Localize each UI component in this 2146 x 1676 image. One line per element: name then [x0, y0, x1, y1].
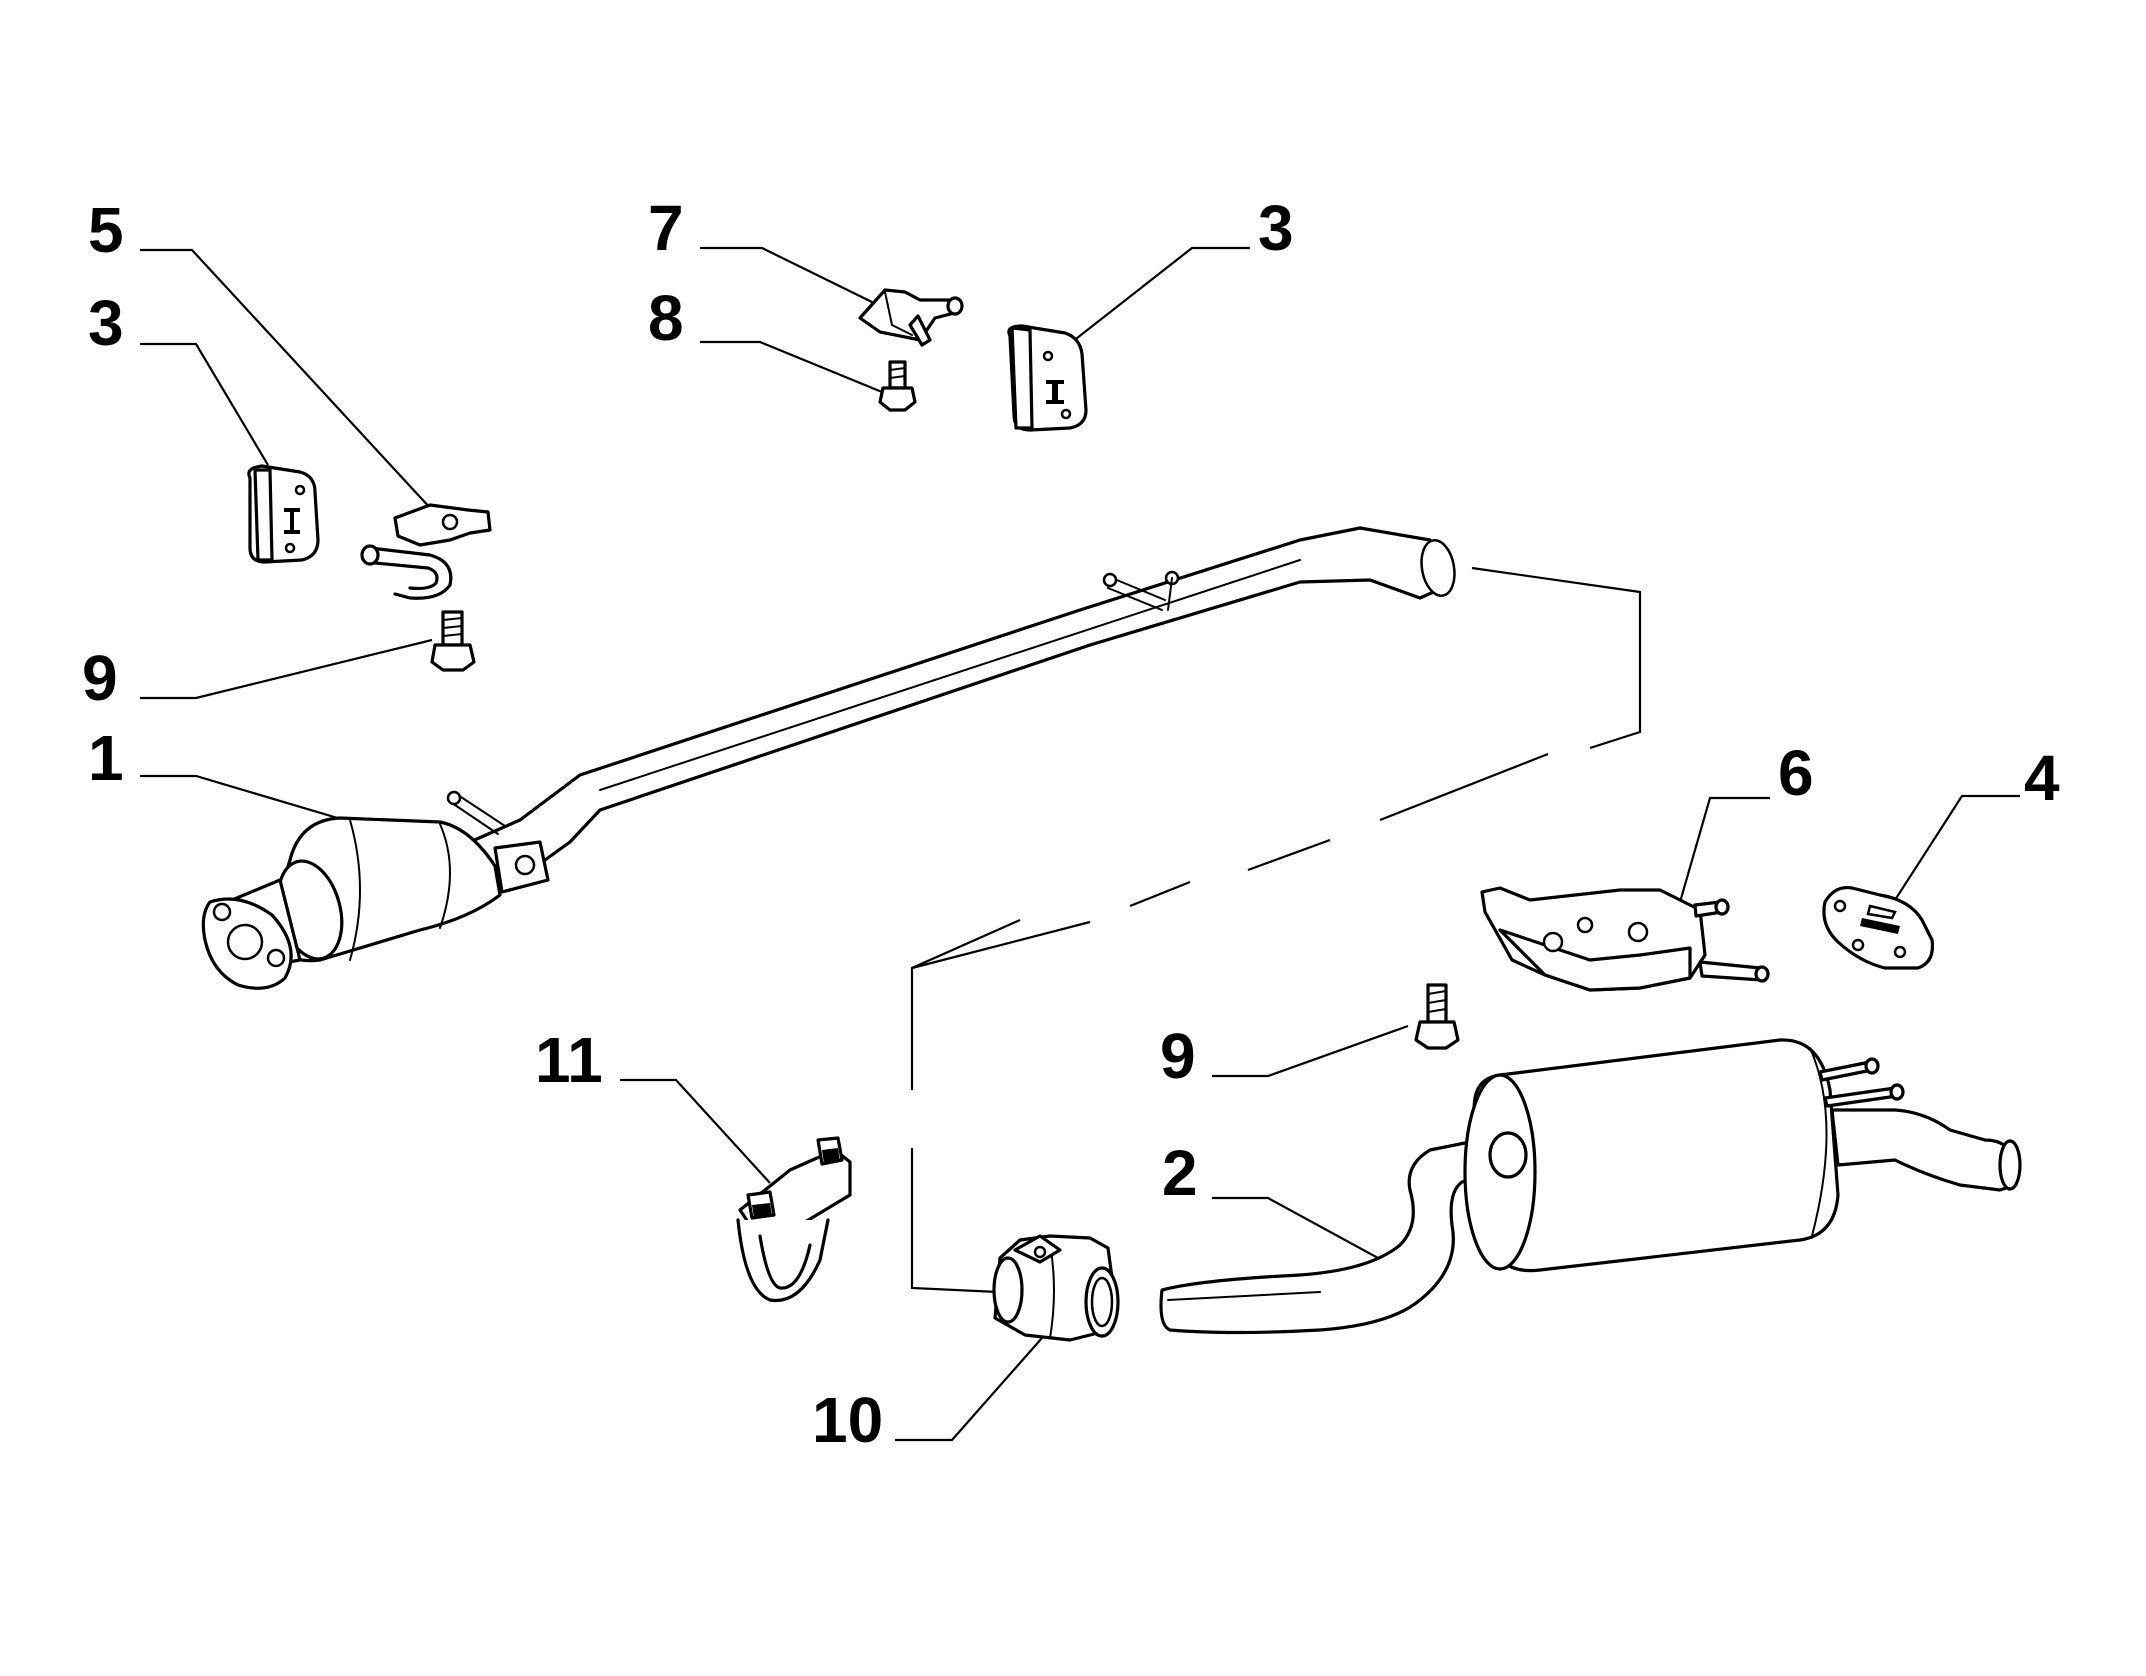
- callout-4: 4: [2024, 742, 2060, 814]
- rubber-mount-4: [1822, 885, 1935, 970]
- rubber-hanger-left: [247, 464, 320, 564]
- callout-3-left: 3: [88, 287, 124, 359]
- callout-10: 10: [812, 1384, 883, 1456]
- front-pipe-catalytic-converter: [201, 526, 1456, 990]
- leader-lines: [140, 246, 2020, 1442]
- mounting-bracket-6: [1480, 886, 1770, 992]
- callout-3-right: 3: [1258, 192, 1294, 264]
- bolt-8: [878, 360, 917, 412]
- pipe-sleeve-clamp-10: [992, 1234, 1120, 1342]
- callout-9-top: 9: [82, 642, 118, 714]
- rubber-hanger-right: [1007, 324, 1088, 432]
- callout-5: 5: [88, 194, 124, 266]
- callout-6: 6: [1778, 737, 1814, 809]
- clip-7: [858, 288, 964, 347]
- callout-9-bottom: 9: [1160, 1020, 1196, 1092]
- callout-11: 11: [535, 1024, 603, 1096]
- rear-silencer-2: [1159, 1038, 2022, 1335]
- callout-7: 7: [648, 192, 684, 264]
- callout-8: 8: [648, 282, 684, 354]
- bolt-9-bottom: [1414, 983, 1460, 1050]
- callout-2: 2: [1162, 1137, 1198, 1209]
- hanger-bracket-5: [360, 503, 492, 600]
- bolt-9-top: [430, 610, 476, 672]
- u-bolt-clamp-11: [736, 1136, 852, 1303]
- callout-1: 1: [88, 722, 124, 794]
